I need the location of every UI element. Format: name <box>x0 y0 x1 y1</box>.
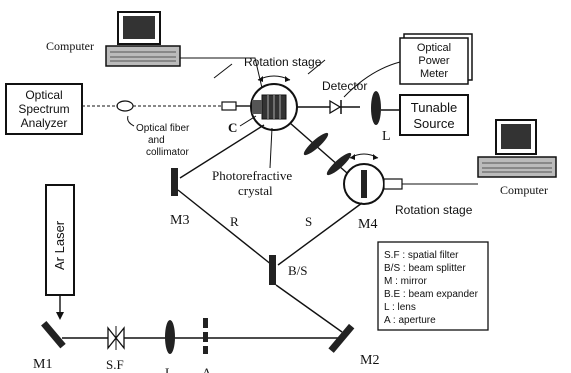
collimator <box>221 101 237 111</box>
lens-s-2 <box>326 152 352 176</box>
computer-left <box>105 11 181 67</box>
lens-s-1 <box>303 132 329 156</box>
lens-l-bottom <box>165 320 175 354</box>
rotation-arrowhead-right-l <box>350 154 355 160</box>
osa-line3: Analyzer <box>21 116 68 130</box>
rotation-label-pointer <box>213 63 233 79</box>
m1-label: M1 <box>33 357 52 372</box>
optical-power-meter: Optical Power Meter <box>399 33 473 85</box>
power-meter-line1: Optical <box>417 42 451 54</box>
rotation-stage-top-label: Rotation stage <box>244 55 322 69</box>
rotation-stage-right <box>343 163 403 205</box>
mirror-m1 <box>41 320 66 349</box>
sf-label: S.F <box>106 357 124 372</box>
crystal-pointer <box>269 127 273 169</box>
lens-l-top <box>371 91 381 125</box>
legend-item-a: A : aperture <box>384 315 436 326</box>
beam-splitter <box>269 255 276 285</box>
fiber-loop <box>116 100 134 112</box>
rotation-stage-top <box>250 83 298 131</box>
mirror-m2 <box>328 323 355 353</box>
l-bottom-label: L <box>165 365 173 373</box>
cable-detector-meter <box>343 61 401 98</box>
legend-item-l: L : lens <box>384 302 416 313</box>
c-label: C <box>228 120 237 135</box>
m3-label: M3 <box>170 213 189 228</box>
legend-item-m: M : mirror <box>384 276 427 287</box>
tunable-source-line1: Tunable <box>411 100 458 115</box>
crystal-label-line1: Photorefractive <box>212 168 292 183</box>
osa-line2: Spectrum <box>18 102 69 116</box>
rotation-label-pointer-2 <box>307 59 326 75</box>
beam-r <box>177 189 273 266</box>
detector <box>329 99 342 115</box>
fiber-pointer <box>127 115 135 127</box>
computer-right <box>477 119 557 178</box>
computer-right-label: Computer <box>500 183 548 197</box>
beam-m4-crystal <box>289 122 356 181</box>
m2-label: M2 <box>360 353 379 368</box>
beam-m3-crystal <box>179 124 265 179</box>
aperture <box>203 318 208 354</box>
spatial-filter <box>107 326 125 350</box>
a-bottom-label: A <box>202 365 212 373</box>
power-meter-line3: Meter <box>420 68 448 80</box>
detector-label: Detector <box>322 79 367 93</box>
mirror-m3 <box>171 168 178 196</box>
crystal-label-line2: crystal <box>238 183 273 198</box>
fiber-label-line3: collimator <box>146 147 189 158</box>
rotation-stage-right-label: Rotation stage <box>395 203 473 217</box>
tunable-source: Tunable Source <box>399 94 469 136</box>
legend: S.F : spatial filter B/S : beam splitter… <box>377 241 489 331</box>
rotation-arrowhead-top-l <box>258 76 263 82</box>
beam-laser-arrow <box>56 312 64 320</box>
bs-label: B/S <box>288 263 308 278</box>
lens-l-label: L <box>382 129 391 144</box>
ar-laser-label: Ar Laser <box>52 220 67 270</box>
fiber-label-line2: and <box>148 135 165 146</box>
m4-label: M4 <box>358 217 377 232</box>
legend-item-bs: B/S : beam splitter <box>384 263 466 274</box>
fiber-label-line1: Optical fiber <box>136 123 190 134</box>
optical-spectrum-analyzer: Optical Spectrum Analyzer <box>5 83 83 135</box>
rotation-arrowhead-right-r <box>373 154 378 160</box>
legend-item-be: B.E : beam expander <box>384 289 479 300</box>
cable-computer-left <box>180 57 263 89</box>
osa-line1: Optical <box>25 88 62 102</box>
c-pointer <box>239 115 257 127</box>
computer-left-label: Computer <box>46 39 94 53</box>
beam-s <box>277 202 363 266</box>
power-meter-line2: Power <box>418 55 450 67</box>
beam-bs-m2 <box>275 284 343 333</box>
tunable-source-line2: Source <box>413 116 454 131</box>
r-label: R <box>230 214 239 229</box>
s-label: S <box>305 214 312 229</box>
rotation-arrowhead-top-r <box>285 76 290 82</box>
legend-item-sf: S.F : spatial filter <box>384 250 459 261</box>
